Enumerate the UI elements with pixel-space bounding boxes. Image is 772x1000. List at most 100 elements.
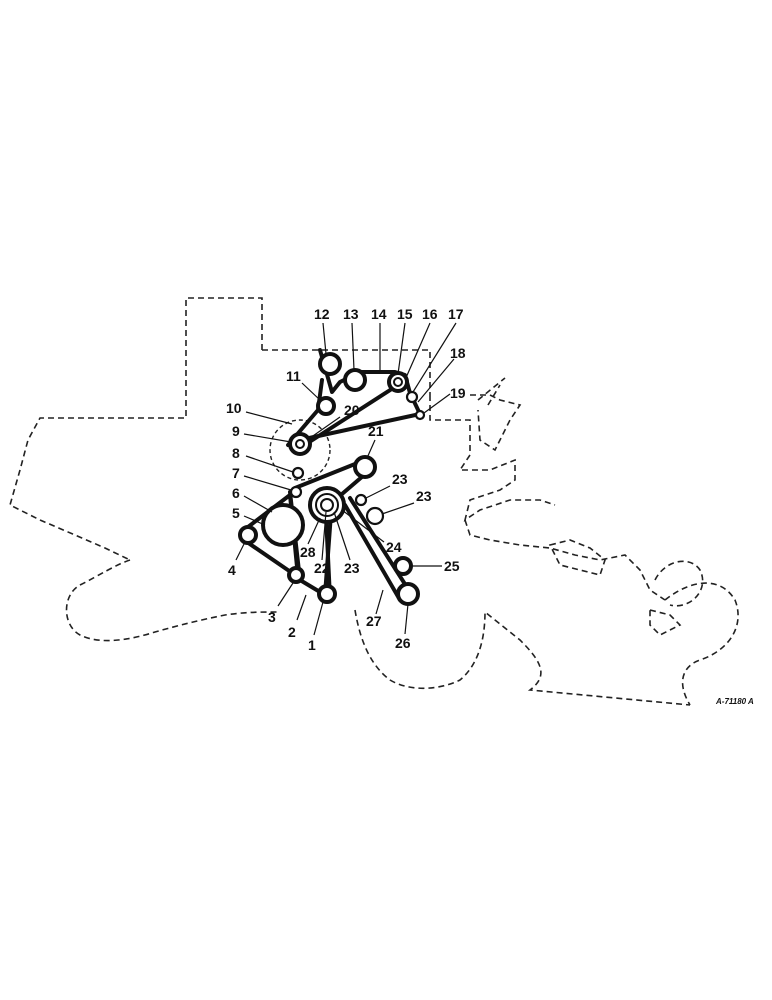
unloader-outline [470,394,522,452]
leader-5 [243,515,266,526]
callout-14: 14 [371,306,387,322]
leader-2 [296,594,307,621]
cab-outline [9,297,263,561]
leader-28 [307,517,321,545]
leader-21 [366,439,376,459]
leader-23c [333,511,351,561]
pulley-4 [238,525,258,545]
callout-17: 17 [448,306,464,322]
pulley-25 [393,556,413,576]
callout-21: 21 [368,423,384,439]
leader-20 [309,416,341,439]
leader-26 [404,603,409,635]
front-body-outline [429,395,556,522]
callout-22: 22 [314,560,330,576]
leader-3 [277,582,294,607]
callout-8: 8 [232,445,240,461]
leader-17 [412,322,457,393]
pulley-19 [414,409,426,421]
callout-7: 7 [232,465,240,481]
leader-23a [365,485,391,499]
pulley-22 [308,486,346,524]
pulley-12 [318,352,342,376]
callout-13: 13 [343,306,359,322]
leader-24 [341,509,385,543]
callout-11: 11 [286,368,301,384]
callout-20: 20 [344,402,360,418]
pulley-9 [288,432,312,456]
lower-body-outline [354,609,691,706]
leader-11 [301,382,321,401]
callout-16: 16 [422,306,438,322]
callout-5: 5 [232,505,240,521]
callout-28: 28 [300,544,316,560]
callout-2: 2 [288,624,296,640]
leader-4 [235,541,246,561]
leader-10 [245,411,293,425]
callout-26: 26 [395,635,411,651]
leader-7 [243,475,292,491]
callout-10: 10 [226,400,242,416]
header-outline [664,582,739,706]
pulley-26 [396,582,420,606]
callout-6: 6 [232,485,240,501]
pulley-1 [317,584,337,604]
callout-3: 3 [268,609,276,625]
auger-outline [649,608,682,636]
pulley-7 [289,485,303,499]
header-reel-outline [654,560,704,607]
pulley-11 [316,396,336,416]
leader-6 [243,495,273,513]
figure-ref: A-71180 A [715,697,754,706]
callout-1: 1 [308,637,316,653]
combine-outline [9,297,739,706]
feeder-detail-outline [548,539,606,576]
callouts: 12 13 14 15 16 17 18 19 11 10 20 9 21 8 … [226,306,466,653]
callout-12: 12 [314,306,330,322]
callout-23c: 23 [344,560,360,576]
pulley-6 [261,503,305,547]
pulley-23b [365,506,385,526]
pulley-13 [343,368,367,392]
callout-4: 4 [228,562,236,578]
spout-outline [477,377,506,406]
belt-upper-return [298,383,400,450]
leader-12 [322,322,327,355]
callout-9: 9 [232,423,240,439]
pulley-22-hub [320,498,334,512]
callout-19: 19 [450,385,466,401]
feeder-outline [464,519,666,601]
callout-23a: 23 [392,471,408,487]
phantom-drum [269,419,331,481]
pulley-23a [354,493,368,507]
pulley-17 [405,390,419,404]
leader-lines [235,322,457,636]
pulley-15 [387,371,409,393]
pulley-15-hub [393,377,403,387]
pulleys [238,352,426,606]
callout-18: 18 [450,345,466,361]
leader-9 [243,433,292,443]
pulley-21 [353,455,377,479]
leader-8 [245,455,294,473]
leader-19 [423,393,451,414]
pulley-3 [287,566,305,584]
leader-18 [417,358,455,403]
rear-wheel-outline [65,559,281,642]
leader-23b [381,502,415,515]
pulley-22-ring [315,493,339,517]
leader-15 [397,322,406,375]
leader-16 [404,322,431,381]
callout-23b: 23 [416,488,432,504]
callout-15: 15 [397,306,413,322]
leader-27 [375,589,384,615]
leader-22 [321,511,327,561]
pulley-9-hub [295,439,305,449]
leader-1 [313,601,324,636]
pulley-8 [291,466,305,480]
callout-27: 27 [366,613,382,629]
callout-24: 24 [386,539,402,555]
leader-13 [351,322,355,371]
callout-25: 25 [444,558,460,574]
